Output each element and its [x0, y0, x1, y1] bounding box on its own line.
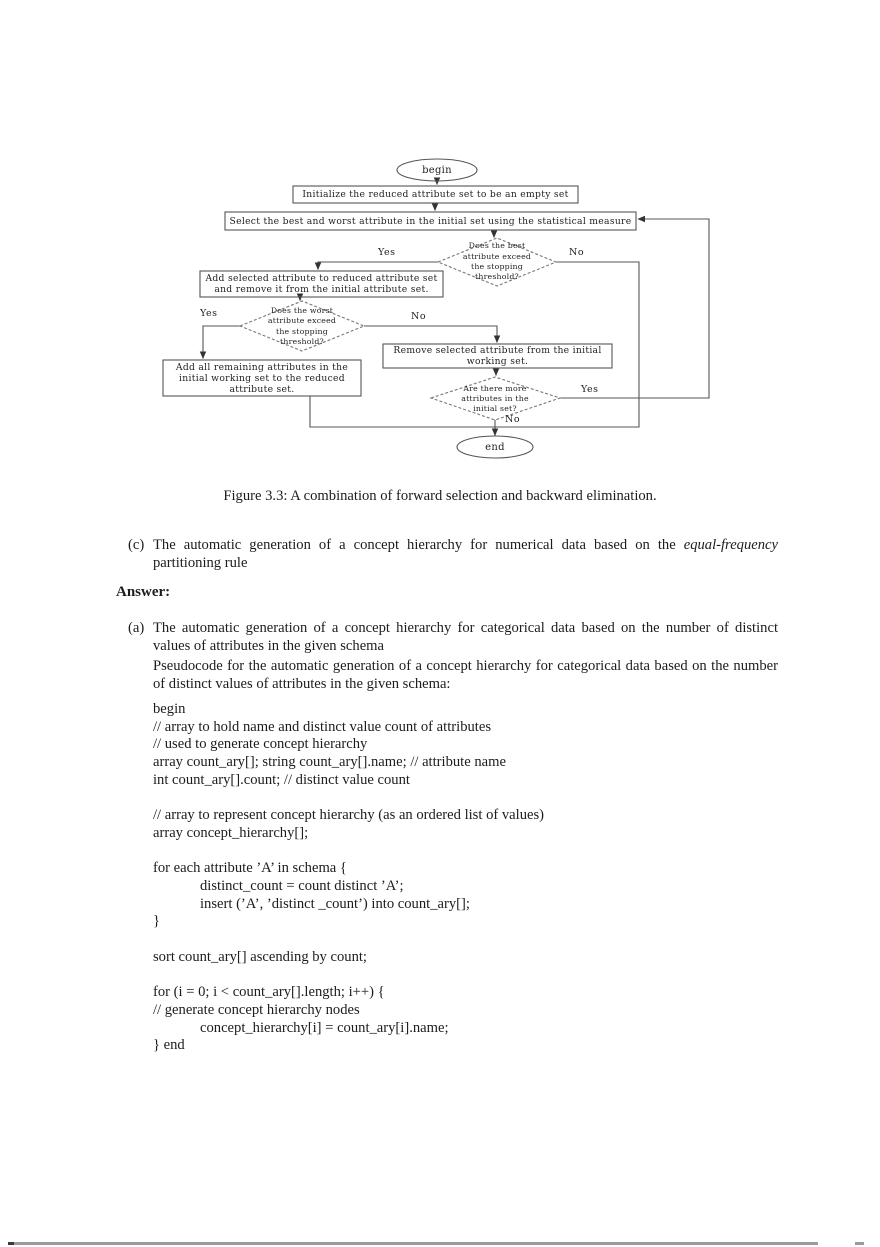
- item-c-italic-term: equal-frequency: [683, 537, 778, 553]
- label-no-best: No: [569, 247, 585, 258]
- code-line: array count_ary[]; string count_ary[].na…: [153, 754, 506, 771]
- item-a-marker: (a): [128, 620, 145, 636]
- code-line: array concept_hierarchy[];: [153, 824, 309, 841]
- remove-box: Remove selected attribute from the initi…: [393, 345, 602, 367]
- decision-worst-shape: [238, 300, 366, 352]
- item-c-post: partitioning rule: [153, 554, 248, 571]
- code-line: [153, 790, 778, 808]
- code-line: // array to represent concept hierarchy …: [153, 807, 545, 824]
- init-box: Initialize the reduced attribute set to …: [302, 189, 569, 200]
- end-node: end: [485, 441, 505, 453]
- flowchart-graphic: [162, 158, 710, 459]
- code-line: [153, 967, 778, 985]
- item-c: (c) The automatic generation of a concep…: [116, 537, 778, 573]
- label-yes-more: Yes: [581, 384, 599, 395]
- item-a: (a) The automatic generation of a concep…: [116, 620, 778, 656]
- code-line: for (i = 0; i < count_ary[].length; i++)…: [153, 984, 385, 1001]
- code-line: distinct_count = count distinct ’A’;: [200, 878, 404, 895]
- label-no-worst: No: [411, 311, 427, 322]
- code-line: } end: [153, 1037, 185, 1054]
- scrollbar-corner: [855, 1242, 864, 1245]
- item-c-pre: The automatic generation of a concept hi…: [153, 537, 684, 553]
- code-line: // generate concept hierarchy nodes: [153, 1001, 360, 1018]
- decision-more-shape: [429, 376, 562, 421]
- code-line: // used to generate concept hierarchy: [153, 736, 368, 753]
- figure-caption: Figure 3.3: A combination of forward sel…: [223, 488, 657, 504]
- label-no-more: No: [505, 414, 521, 425]
- select-box-shape: [224, 211, 637, 231]
- edge-decision2-no: [364, 325, 501, 344]
- add-selected-box-shape: [199, 270, 444, 298]
- code-line: sort count_ary[] ascending by count;: [153, 948, 367, 965]
- code-line: concept_hierarchy[i] = count_ary[i].name…: [200, 1019, 449, 1036]
- pseudocode-intro: Pseudocode for the automatic generation …: [116, 658, 778, 694]
- add-all-box: Add all remaining attributes in the init…: [175, 361, 349, 395]
- label-yes-best: Yes: [378, 247, 396, 258]
- scrollbar-thumb[interactable]: [8, 1242, 14, 1245]
- code-line: [153, 843, 778, 861]
- init-box-shape: [292, 185, 579, 204]
- decision-best: Does the best attribute exceed the stopp…: [462, 241, 532, 282]
- select-box: Select the best and worst attribute in t…: [229, 215, 632, 227]
- code-line: insert (’A’, ’distinct _count’) into cou…: [200, 895, 470, 912]
- code-line: [153, 931, 778, 949]
- code-line: begin: [153, 701, 186, 717]
- item-c-text: The automatic generation of a concept hi…: [153, 537, 778, 573]
- label-yes-worst: Yes: [200, 308, 218, 319]
- pseudocode-intro-text: Pseudocode for the automatic generation …: [153, 658, 778, 692]
- decision-worst: Does the worst attribute exceed the stop…: [267, 305, 337, 346]
- begin-terminator-shape: [396, 158, 478, 182]
- horizontal-scrollbar[interactable]: [8, 1242, 818, 1245]
- code-line: // array to hold name and distinct value…: [153, 718, 491, 735]
- decision-best-shape: [436, 237, 558, 287]
- item-a-text: The automatic generation of a concept hi…: [153, 620, 778, 654]
- remove-box-shape: [382, 343, 613, 369]
- flowchart-figure: begin Initialize the reduced attribute s…: [150, 150, 730, 470]
- code-line: int count_ary[].count; // distinct value…: [153, 771, 410, 788]
- item-c-marker: (c): [128, 537, 145, 553]
- edge-decision3-yes-return: [560, 215, 710, 399]
- code-line: for each attribute ’A’ in schema {: [153, 860, 347, 877]
- edge-merge-loop: [309, 261, 640, 428]
- begin-node: begin: [422, 164, 452, 176]
- end-terminator-shape: [456, 435, 534, 459]
- add-all-box-shape: [162, 359, 362, 397]
- answer-heading: Answer:: [116, 584, 171, 600]
- code-line: }: [153, 913, 161, 930]
- add-selected-box: Add selected attribute to reduced attrib…: [205, 273, 438, 295]
- pseudocode-block: begin// array to hold name and distinct …: [116, 701, 778, 1055]
- edge-decision2-yes: [199, 325, 240, 360]
- edge-decision1-yes: [314, 261, 438, 271]
- decision-more: Are there more attributes in the initial…: [461, 383, 529, 414]
